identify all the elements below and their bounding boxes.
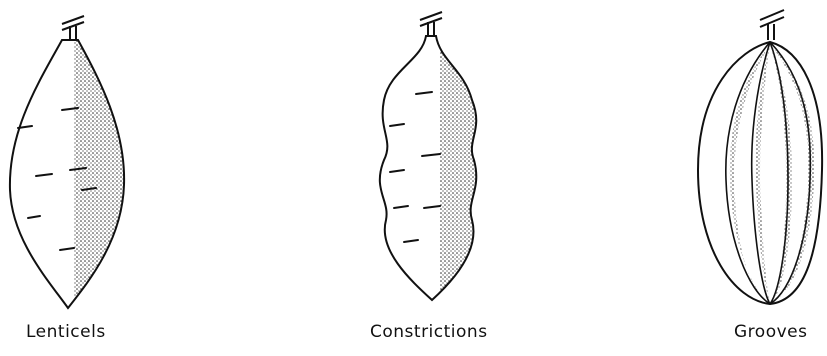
constriction-marks	[390, 92, 440, 242]
stalk-icon	[760, 10, 784, 40]
caption-lenticels: Lenticels	[26, 322, 106, 342]
lenticels-tuber-drawing	[0, 0, 150, 320]
constrictions-tuber-drawing	[360, 0, 520, 320]
stalk-icon	[62, 16, 84, 40]
figure-constrictions	[360, 0, 520, 356]
figure-lenticels	[0, 0, 150, 356]
caption-grooves: Grooves	[734, 322, 807, 342]
grooves-tuber-drawing	[688, 0, 827, 320]
stalk-icon	[420, 12, 442, 36]
figure-grooves	[688, 0, 827, 356]
caption-constrictions: Constrictions	[370, 322, 488, 342]
